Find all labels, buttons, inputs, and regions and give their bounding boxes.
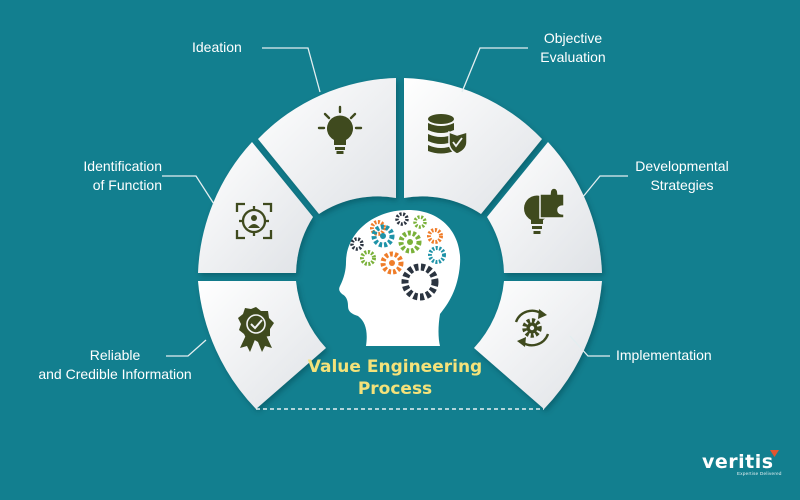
gear-orange-top xyxy=(370,220,386,236)
lightbulb-icon xyxy=(317,105,363,154)
label-ideation: Ideation xyxy=(192,39,242,55)
connector-objective-evaluation xyxy=(461,47,528,93)
gear-cluster xyxy=(350,212,446,301)
segment-ideation xyxy=(258,78,396,214)
bulb-puzzle-icon xyxy=(524,187,565,234)
award-badge-icon xyxy=(238,307,274,352)
brand-logo: veritis xyxy=(702,451,774,473)
connector-lines xyxy=(162,47,628,357)
gear-orange-right xyxy=(427,228,443,244)
gear-dark-large xyxy=(401,263,439,301)
label-identification-of-function: Identification of Function xyxy=(83,158,162,193)
gear-green-top xyxy=(413,215,427,229)
segment-identification-of-function xyxy=(198,142,313,273)
target-person-icon xyxy=(235,202,273,240)
connector-ideation xyxy=(262,47,321,93)
gear-teal-large xyxy=(371,224,395,248)
connector-identification-of-function xyxy=(162,175,215,205)
head-with-gears xyxy=(339,210,461,346)
connector-implementation xyxy=(569,335,610,357)
gear-green-left xyxy=(360,250,376,266)
brand-tagline: Expertise Delivered xyxy=(737,471,782,476)
label-reliable-information: Reliable and Credible Information xyxy=(38,347,192,382)
label-objective-evaluation: Objective Evaluation xyxy=(540,30,606,65)
connector-reliable-information xyxy=(166,339,207,357)
gear-dark-left xyxy=(350,237,364,251)
label-implementation: Implementation xyxy=(616,347,712,363)
label-developmental-strategies: Developmental Strategies xyxy=(635,158,729,193)
gear-cycle-icon xyxy=(514,309,550,347)
gear-teal-right xyxy=(428,246,446,264)
gear-green-center xyxy=(398,230,422,254)
head-silhouette xyxy=(339,210,461,346)
connector-developmental-strategies xyxy=(581,175,628,199)
center-title: Value Engineering Process xyxy=(307,357,483,399)
segment-objective-evaluation xyxy=(404,78,542,214)
brand-accent-icon xyxy=(770,450,779,457)
gear-dark-small xyxy=(395,212,409,226)
gear-orange-center xyxy=(380,251,404,275)
database-shield-icon xyxy=(428,114,468,155)
